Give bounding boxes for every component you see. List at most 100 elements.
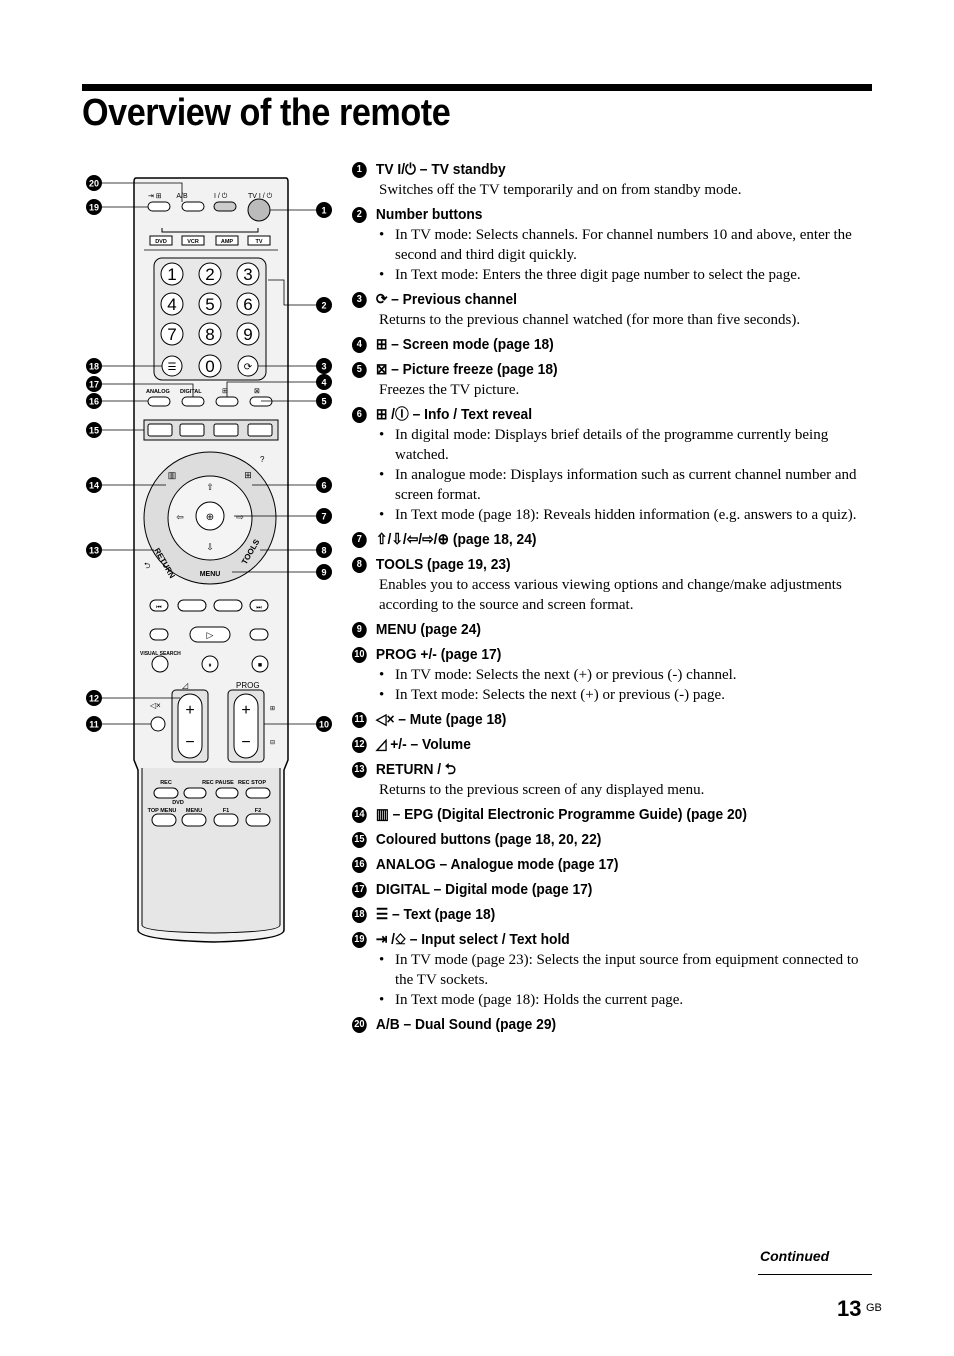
- volume-rocker[interactable]: [177, 693, 203, 759]
- item-number-badge: 18: [352, 907, 367, 923]
- svg-text:8: 8: [321, 546, 326, 556]
- item-number-badge: 12: [352, 737, 367, 753]
- bullet-item: In Text mode (page 18): Reveals hidden i…: [379, 505, 877, 525]
- svg-text:⏭: ⏭: [256, 605, 262, 611]
- svg-text:TV I / ⏻: TV I / ⏻: [248, 192, 273, 200]
- svg-text:6: 6: [243, 295, 252, 314]
- epg-icon[interactable]: ▥: [168, 470, 177, 480]
- svg-text:VCR: VCR: [187, 239, 199, 245]
- ok-button[interactable]: [195, 501, 225, 531]
- svg-text:+: +: [241, 702, 250, 719]
- callout-11: 11: [86, 716, 102, 732]
- item-bullets: In TV mode: Selects the next (+) or prev…: [379, 665, 877, 705]
- digit-button-3[interactable]: 3: [236, 262, 260, 286]
- digit-button-8[interactable]: 8: [198, 322, 222, 346]
- digit-button-5[interactable]: 5: [198, 292, 222, 316]
- rec-stop-label: REC STOP: [238, 780, 266, 786]
- svg-text:DIGITAL: DIGITAL: [180, 389, 202, 395]
- info-icon[interactable]: ⊞: [244, 470, 252, 480]
- svg-text:⊕: ⊕: [206, 512, 214, 523]
- right-arrow-icon[interactable]: ⇨: [236, 512, 244, 522]
- digit-button-6[interactable]: 6: [236, 292, 260, 316]
- callout-10: 10: [316, 716, 332, 732]
- digit-button-1[interactable]: 1: [160, 262, 184, 286]
- mute-button[interactable]: [150, 716, 166, 732]
- ab-button[interactable]: [181, 201, 205, 212]
- callout-3: 3: [316, 358, 332, 374]
- prog-label: PROG: [236, 681, 260, 690]
- up-arrow-icon[interactable]: ⇧: [206, 482, 214, 492]
- digital-button[interactable]: [181, 396, 205, 407]
- svg-text:5: 5: [205, 295, 214, 314]
- item-number-badge: 4: [352, 337, 367, 353]
- menu-label: MENU: [200, 571, 221, 578]
- svg-text:4: 4: [321, 378, 326, 388]
- svg-text:AMP: AMP: [221, 239, 234, 245]
- svg-text:ANALOG: ANALOG: [146, 389, 170, 395]
- picture-freeze-button[interactable]: [249, 396, 273, 407]
- callout-2: 2: [316, 297, 332, 313]
- item-title: ANALOG – Analogue mode (page 17): [375, 856, 619, 873]
- digit-button-9[interactable]: 9: [236, 322, 260, 346]
- svg-text:18: 18: [89, 362, 99, 372]
- input-select-button[interactable]: [147, 201, 171, 212]
- power-button[interactable]: [213, 201, 237, 212]
- digit-button-2[interactable]: 2: [198, 262, 222, 286]
- bullet-item: In Text mode (page 18): Holds the curren…: [379, 990, 877, 1010]
- item-title: – Text (page 18): [391, 906, 496, 923]
- callout-16: 16: [86, 393, 102, 409]
- svg-text:14: 14: [89, 481, 99, 491]
- svg-text:13: 13: [89, 546, 99, 556]
- left-arrow-icon[interactable]: ⇦: [176, 512, 184, 522]
- callout-9: 9: [316, 564, 332, 580]
- down-arrow-icon[interactable]: ⇩: [206, 542, 214, 552]
- menu2-label: MENU: [186, 808, 202, 814]
- item-heading: 5⊠– Picture freeze (page 18): [352, 360, 835, 380]
- digit-button-0[interactable]: 0: [198, 354, 222, 378]
- svg-text:11: 11: [89, 720, 99, 730]
- item-number-badge: 15: [352, 832, 367, 848]
- item-title: TV I/⏻ – TV standby: [375, 161, 506, 178]
- svg-text:▷: ▷: [207, 630, 214, 640]
- item-14: 14▥– EPG (Digital Electronic Programme G…: [352, 805, 877, 825]
- item-number-badge: 13: [352, 762, 367, 778]
- prog-rocker[interactable]: [233, 693, 259, 759]
- svg-text:⊟: ⊟: [270, 740, 275, 746]
- digit-button-7[interactable]: 7: [160, 322, 184, 346]
- item-7: 7⇧/⇩/⇦/⇨/⊕ (page 18, 24): [352, 530, 877, 550]
- svg-text:3: 3: [321, 362, 326, 372]
- item-number-badge: 11: [352, 712, 367, 728]
- item-title: Coloured buttons (page 18, 20, 22): [375, 831, 602, 848]
- blue-button[interactable]: [247, 423, 273, 437]
- digit-button-4[interactable]: 4: [160, 292, 184, 316]
- green-button[interactable]: [179, 423, 205, 437]
- page-title: Overview of the remote: [82, 92, 451, 134]
- svg-text:12: 12: [89, 694, 99, 704]
- svg-text:⟳: ⟳: [244, 362, 253, 373]
- callout-15: 15: [86, 422, 102, 438]
- item-number-badge: 6: [352, 407, 367, 423]
- screen-mode-button[interactable]: [215, 396, 239, 407]
- item-number-badge: 2: [352, 207, 367, 223]
- yellow-button[interactable]: [213, 423, 239, 437]
- callout-18: 18: [86, 358, 102, 374]
- tv-standby-button[interactable]: [247, 198, 271, 222]
- svg-text:15: 15: [89, 426, 99, 436]
- analog-button[interactable]: [147, 396, 171, 407]
- red-button[interactable]: [147, 423, 173, 437]
- bullet-item: In TV mode: Selects the next (+) or prev…: [379, 665, 877, 685]
- item-heading: 19⇥/⎐ – Input select / Text hold: [352, 930, 835, 950]
- svg-text:⇥ ⊞: ⇥ ⊞: [148, 193, 162, 200]
- item-4: 4⊞– Screen mode (page 18): [352, 335, 877, 355]
- locale-label: GB: [866, 1302, 882, 1314]
- svg-text:☰: ☰: [168, 362, 177, 373]
- epg-icon: ▥: [375, 806, 389, 823]
- text-reveal-icon: ?: [260, 455, 265, 464]
